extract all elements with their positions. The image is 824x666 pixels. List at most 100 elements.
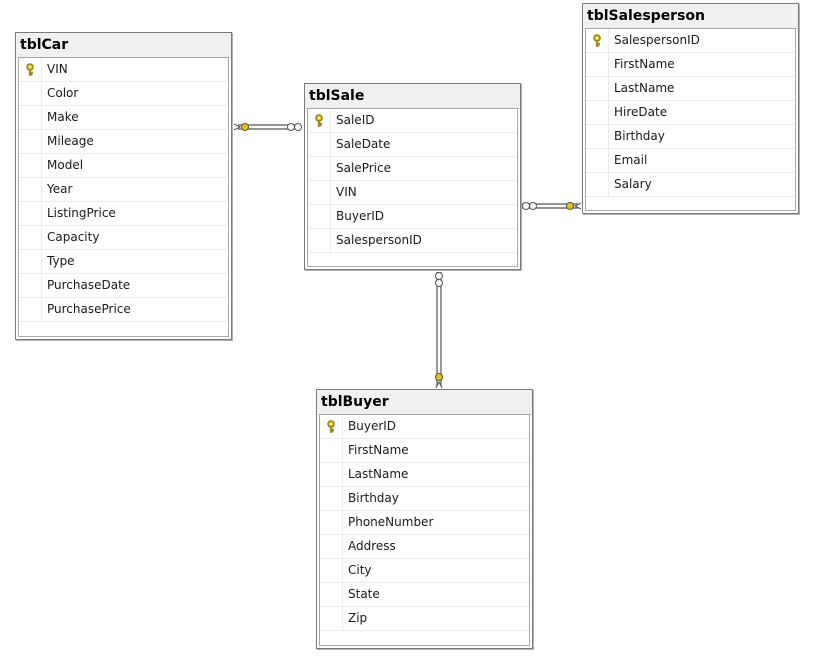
field-row[interactable]: Year	[19, 178, 228, 202]
relationship-car-sale[interactable]	[233, 123, 302, 131]
row-selector[interactable]	[308, 229, 331, 252]
row-selector[interactable]	[320, 607, 343, 630]
table-header[interactable]: tblCar	[16, 33, 231, 58]
row-selector[interactable]	[19, 106, 42, 129]
row-selector[interactable]	[586, 77, 609, 100]
field-row[interactable]: Make	[19, 106, 228, 130]
field-name: City	[348, 563, 372, 577]
field-name: Zip	[348, 611, 368, 625]
field-row[interactable]: Mileage	[19, 130, 228, 154]
many-end-infinity-icon	[287, 123, 302, 131]
row-selector[interactable]	[308, 133, 331, 156]
row-selector[interactable]	[308, 157, 331, 180]
field-row[interactable]: PurchasePrice	[19, 298, 228, 322]
field-row[interactable]: Type	[19, 250, 228, 274]
row-selector[interactable]	[19, 274, 42, 297]
row-selector[interactable]	[308, 109, 331, 132]
field-row[interactable]: SaleID	[308, 109, 517, 133]
field-row[interactable]: Birthday	[586, 125, 795, 149]
row-selector[interactable]	[19, 298, 42, 321]
field-row[interactable]: SalespersonID	[308, 229, 517, 253]
field-name: SalespersonID	[614, 33, 700, 47]
field-name: Capacity	[47, 230, 100, 244]
field-row[interactable]: BuyerID	[308, 205, 517, 229]
field-row[interactable]: HireDate	[586, 101, 795, 125]
field-row[interactable]: Model	[19, 154, 228, 178]
row-selector[interactable]	[19, 130, 42, 153]
row-selector[interactable]	[19, 58, 42, 81]
field-row[interactable]: Salary	[586, 173, 795, 197]
field-row[interactable]: FirstName	[586, 53, 795, 77]
row-selector[interactable]	[19, 82, 42, 105]
row-selector[interactable]	[19, 178, 42, 201]
row-selector[interactable]	[586, 101, 609, 124]
primary-key-icon	[593, 34, 601, 47]
field-row[interactable]: State	[320, 583, 529, 607]
field-name: Salary	[614, 177, 652, 191]
one-end-key-icon	[233, 123, 249, 131]
field-row[interactable]: BuyerID	[320, 415, 529, 439]
field-row[interactable]: LastName	[586, 77, 795, 101]
field-name: PhoneNumber	[348, 515, 434, 529]
row-selector[interactable]	[586, 53, 609, 76]
table-header[interactable]: tblBuyer	[317, 390, 532, 415]
field-row[interactable]: SalePrice	[308, 157, 517, 181]
relationship-sale-salesperson[interactable]	[521, 202, 582, 210]
row-selector[interactable]	[320, 439, 343, 462]
row-selector[interactable]	[586, 125, 609, 148]
field-row[interactable]: PhoneNumber	[320, 511, 529, 535]
field-row[interactable]: Address	[320, 535, 529, 559]
field-row[interactable]: SalespersonID	[586, 29, 795, 53]
row-selector[interactable]	[320, 463, 343, 486]
field-row[interactable]: VIN	[308, 181, 517, 205]
field-row[interactable]: SaleDate	[308, 133, 517, 157]
row-selector[interactable]	[586, 149, 609, 172]
row-selector[interactable]	[586, 173, 609, 196]
field-name: PurchasePrice	[47, 302, 131, 316]
row-selector[interactable]	[320, 535, 343, 558]
table-title: tblSale	[309, 88, 365, 104]
row-selector[interactable]	[19, 154, 42, 177]
field-row[interactable]: ListingPrice	[19, 202, 228, 226]
row-selector[interactable]	[320, 511, 343, 534]
field-row[interactable]: Capacity	[19, 226, 228, 250]
relationship-sale-buyer[interactable]	[435, 272, 443, 389]
field-name: Model	[47, 158, 84, 172]
table-title: tblCar	[20, 37, 69, 53]
field-row[interactable]: Zip	[320, 607, 529, 631]
row-selector[interactable]	[19, 202, 42, 225]
row-selector[interactable]	[320, 583, 343, 606]
field-row[interactable]: VIN	[19, 58, 228, 82]
primary-key-icon	[315, 114, 323, 127]
row-selector[interactable]	[19, 250, 42, 273]
row-selector[interactable]	[19, 226, 42, 249]
field-row[interactable]: City	[320, 559, 529, 583]
field-row[interactable]: PurchaseDate	[19, 274, 228, 298]
field-name: Make	[47, 110, 79, 124]
field-name: PurchaseDate	[47, 278, 131, 292]
field-row[interactable]: Color	[19, 82, 228, 106]
field-row[interactable]: Email	[586, 149, 795, 173]
row-selector[interactable]	[320, 487, 343, 510]
field-row[interactable]: Birthday	[320, 487, 529, 511]
table-header[interactable]: tblSalesperson	[583, 4, 798, 29]
table-header[interactable]: tblSale	[305, 84, 520, 109]
field-name: LastName	[348, 467, 409, 481]
row-selector[interactable]	[586, 29, 609, 52]
row-selector[interactable]	[320, 559, 343, 582]
field-row[interactable]: FirstName	[320, 439, 529, 463]
field-row[interactable]: LastName	[320, 463, 529, 487]
field-name: ListingPrice	[47, 206, 116, 220]
field-name: Color	[47, 86, 79, 100]
row-selector[interactable]	[308, 181, 331, 204]
row-selector[interactable]	[320, 415, 343, 438]
field-name: VIN	[47, 62, 68, 76]
row-selector[interactable]	[308, 205, 331, 228]
